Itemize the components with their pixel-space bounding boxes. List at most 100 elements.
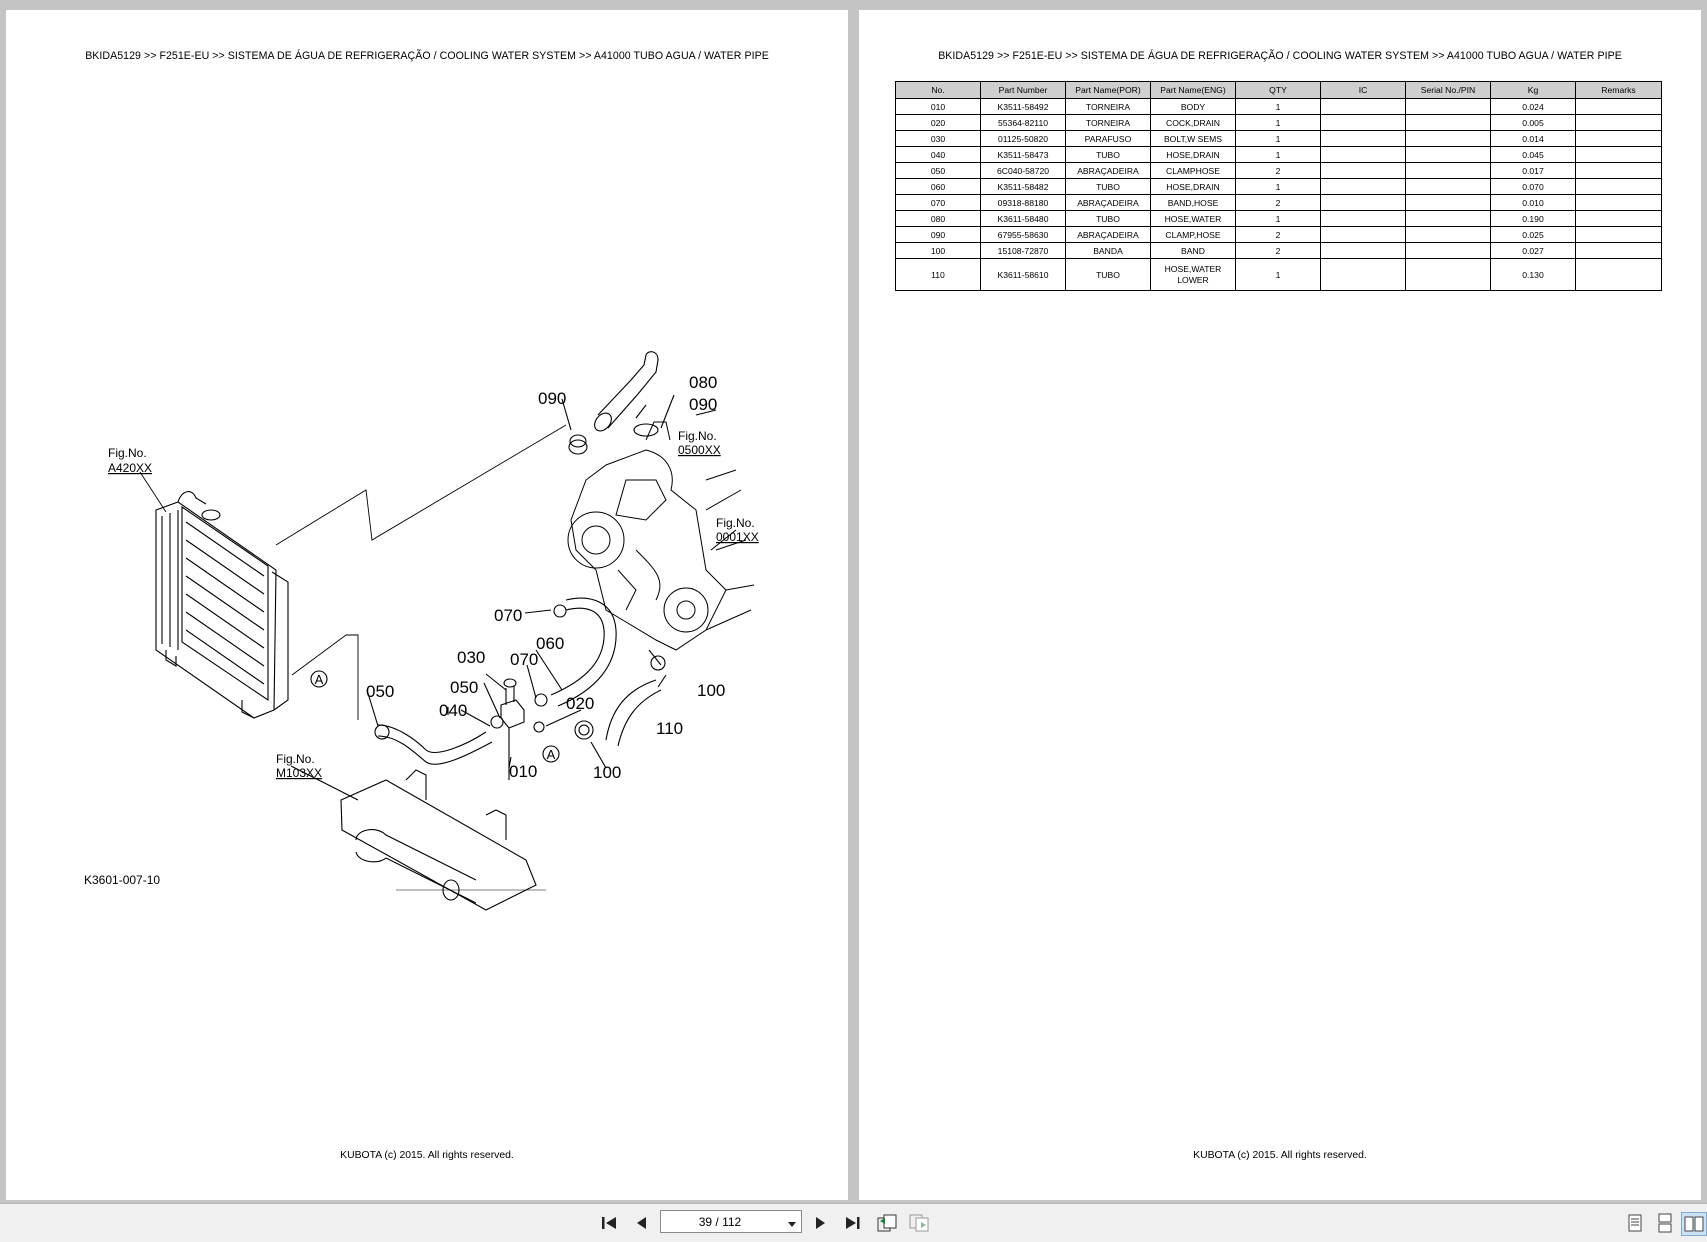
table-cell: COCK,DRAIN xyxy=(1150,114,1236,131)
table-cell: 1 xyxy=(1235,178,1321,195)
table-cell xyxy=(1405,194,1491,211)
table-cell xyxy=(1405,98,1491,115)
table-cell: 040 xyxy=(895,146,981,163)
table-cell: K3511-58482 xyxy=(980,178,1066,195)
table-cell: 0.027 xyxy=(1490,242,1576,259)
fig-code-m103xx: M103XX xyxy=(276,766,322,780)
continuous-page-icon[interactable] xyxy=(1653,1212,1677,1234)
table-cell: 55364-82110 xyxy=(980,114,1066,131)
table-cell: BODY xyxy=(1150,98,1236,115)
callout-060: 060 xyxy=(536,634,564,653)
table-cell: 0.045 xyxy=(1490,146,1576,163)
fig-code-0500xx: 0500XX xyxy=(678,443,721,457)
table-cell: TUBO xyxy=(1065,210,1151,227)
callout-070-b: 070 xyxy=(510,650,538,669)
table-cell: HOSE,DRAIN xyxy=(1150,146,1236,163)
table-cell xyxy=(1320,162,1406,179)
table-cell: HOSE,WATER xyxy=(1150,210,1236,227)
table-cell xyxy=(1320,178,1406,195)
table-cell xyxy=(1320,226,1406,243)
table-cell: 0.014 xyxy=(1490,130,1576,147)
last-page-icon[interactable] xyxy=(841,1212,865,1234)
chevron-down-icon[interactable] xyxy=(787,1217,797,1231)
callout-100-b: 100 xyxy=(593,763,621,782)
next-page-icon[interactable] xyxy=(809,1212,833,1234)
table-cell xyxy=(1575,114,1662,131)
column-header: IC xyxy=(1320,81,1406,99)
table-cell xyxy=(1405,146,1491,163)
table-cell: 6C040-58720 xyxy=(980,162,1066,179)
fig-label-0500xx: Fig.No. xyxy=(678,429,717,443)
document-page-left: BKIDA5129 >> F251E-EU >> SISTEMA DE ÁGUA… xyxy=(6,10,848,1200)
table-cell xyxy=(1405,242,1491,259)
table-cell xyxy=(1405,210,1491,227)
callout-010: 010 xyxy=(509,762,537,781)
table-cell: 09318-88180 xyxy=(980,194,1066,211)
parts-table: No. Part Number Part Name(POR) Part Name… xyxy=(895,81,1662,291)
table-cell xyxy=(1575,258,1662,291)
table-cell: BANDA xyxy=(1065,242,1151,259)
table-cell: 0.010 xyxy=(1490,194,1576,211)
go-back-icon[interactable] xyxy=(875,1212,899,1234)
table-cell: 0.017 xyxy=(1490,162,1576,179)
table-cell xyxy=(1320,258,1406,291)
table-cell: 2 xyxy=(1235,194,1321,211)
table-cell xyxy=(1320,210,1406,227)
page-number-input[interactable]: 39 / 112 xyxy=(660,1210,802,1233)
table-cell xyxy=(1575,210,1662,227)
callout-080: 080 xyxy=(689,373,717,392)
table-cell xyxy=(1575,226,1662,243)
go-forward-icon[interactable] xyxy=(907,1212,931,1234)
breadcrumb: BKIDA5129 >> F251E-EU >> SISTEMA DE ÁGUA… xyxy=(938,50,1622,62)
figure-code: K3601-007-10 xyxy=(84,873,160,887)
table-cell: K3611-58480 xyxy=(980,210,1066,227)
table-cell: K3511-58492 xyxy=(980,98,1066,115)
copyright: KUBOTA (c) 2015. All rights reserved. xyxy=(1193,1150,1367,1161)
table-cell: 2 xyxy=(1235,226,1321,243)
table-cell: 050 xyxy=(895,162,981,179)
two-page-icon[interactable] xyxy=(1681,1212,1707,1236)
callout-090-a: 090 xyxy=(538,389,566,408)
document-page-right: BKIDA5129 >> F251E-EU >> SISTEMA DE ÁGUA… xyxy=(859,10,1701,1200)
callout-070-a: 070 xyxy=(494,606,522,625)
single-page-icon[interactable] xyxy=(1623,1212,1647,1234)
callout-090-b: 090 xyxy=(689,395,717,414)
table-cell xyxy=(1575,162,1662,179)
table-cell: 0.190 xyxy=(1490,210,1576,227)
table-cell xyxy=(1575,98,1662,115)
first-page-icon[interactable] xyxy=(597,1212,621,1234)
callout-100-a: 100 xyxy=(697,681,725,700)
table-cell: 090 xyxy=(895,226,981,243)
table-cell: CLAMP,HOSE xyxy=(1150,226,1236,243)
table-cell: 1 xyxy=(1235,130,1321,147)
table-cell xyxy=(1575,242,1662,259)
column-header: Kg xyxy=(1490,81,1576,99)
table-cell: BAND,HOSE xyxy=(1150,194,1236,211)
table-cell: 060 xyxy=(895,178,981,195)
callout-020: 020 xyxy=(566,694,594,713)
table-cell: 110 xyxy=(895,258,981,291)
table-cell xyxy=(1320,242,1406,259)
table-cell: 100 xyxy=(895,242,981,259)
table-cell: 0.070 xyxy=(1490,178,1576,195)
callout-040: 040 xyxy=(439,701,467,720)
prev-page-icon[interactable] xyxy=(629,1212,653,1234)
table-cell: 0.025 xyxy=(1490,226,1576,243)
frame-drawing xyxy=(290,765,546,911)
column-header: Part Number xyxy=(980,81,1066,99)
table-cell xyxy=(1575,194,1662,211)
table-cell: 0.024 xyxy=(1490,98,1576,115)
table-cell: 67955-58630 xyxy=(980,226,1066,243)
fig-label-m103xx: Fig.No. xyxy=(276,752,315,766)
table-cell: PARAFUSO xyxy=(1065,130,1151,147)
table-cell: K3511-58473 xyxy=(980,146,1066,163)
